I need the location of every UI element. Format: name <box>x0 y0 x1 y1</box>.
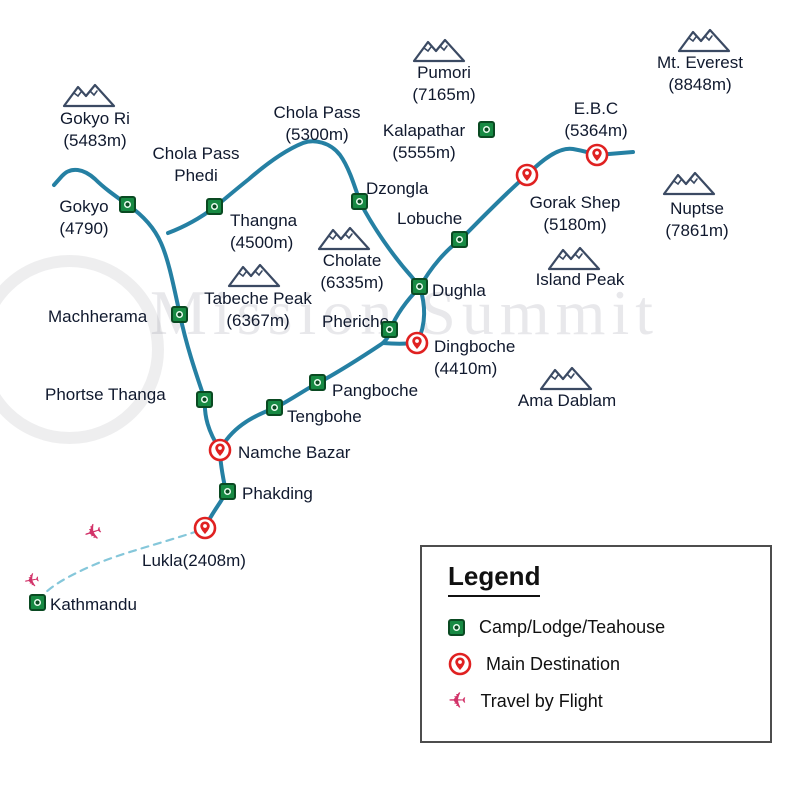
kalapathar-label: Kalapathar (5555m) <box>382 121 466 163</box>
lobuche-label: Lobuche <box>397 209 463 228</box>
dingboche-label: Dingboche (4410m) <box>434 337 516 379</box>
kathmandu-label: Kathmandu <box>50 595 137 614</box>
legend-item-label: Travel by Flight <box>480 690 603 711</box>
cholate-label: Cholate (6335m) <box>320 251 384 293</box>
legend-item-flight: ✈ Travel by Flight <box>448 688 770 713</box>
nuptse-mountain-icon <box>662 171 716 196</box>
legend-title: Legend <box>448 561 541 597</box>
camp-marker-phakding <box>219 483 236 500</box>
tabeche-mountain-icon <box>227 263 281 288</box>
camp-marker-kathmandu <box>29 594 46 611</box>
legend-item-label: Camp/Lodge/Teahouse <box>479 617 666 637</box>
destination-pin-namche-bazar <box>208 438 232 462</box>
trail-dzongla-dughla <box>358 200 422 289</box>
camp-marker-thangna <box>206 198 223 215</box>
camp-marker-lobuche <box>451 231 468 248</box>
camp-marker-pheriche <box>381 321 398 338</box>
camp-marker-machherama <box>171 306 188 323</box>
everest-mountain-icon <box>677 28 731 53</box>
trail-pangboche-pheriche <box>316 328 392 385</box>
dzongla-label: Dzongla <box>366 179 429 198</box>
flight-legend-icon: ✈ <box>448 688 467 713</box>
tengbohe-label: Tengbohe <box>287 407 362 426</box>
camp-marker-phortse-thanga <box>196 391 213 408</box>
ebc-label: E.B.C (5364m) <box>564 99 628 141</box>
gokyo-ri-label: Gokyo Ri (5483m) <box>60 109 130 151</box>
cholate-mountain-icon <box>317 226 371 251</box>
namche-bazar-label: Namche Bazar <box>238 443 351 462</box>
legend-panel: Legend Camp/Lodge/Teahouse Main Destinat… <box>420 545 772 743</box>
pangboche-label: Pangboche <box>332 381 419 400</box>
legend-item-destination: Main Destination <box>448 652 770 676</box>
legend-item-camp: Camp/Lodge/Teahouse <box>448 617 770 638</box>
nuptse-label: Nuptse (7861m) <box>665 199 729 241</box>
ama-dablam-mountain-icon <box>539 366 593 391</box>
camp-marker-dzongla <box>351 193 368 210</box>
flight-path <box>38 529 200 601</box>
destination-pin-ebc <box>585 143 609 167</box>
gorak-shep-label: Gorak Shep (5180m) <box>529 193 621 235</box>
phortse-thanga-label: Phortse Thanga <box>45 385 166 404</box>
destination-legend-icon <box>448 652 472 676</box>
destination-pin-lukla <box>193 516 217 540</box>
pumori-label: Pumori (7165m) <box>412 63 476 105</box>
dughla-label: Dughla <box>432 281 486 300</box>
camp-marker-kalapathar <box>478 121 495 138</box>
camp-marker-tengbohe <box>266 399 283 416</box>
chola-pass-label: Chola Pass (5300m) <box>273 103 361 145</box>
island-peak-label: Island Peak <box>535 270 625 289</box>
legend-item-label: Main Destination <box>486 653 621 674</box>
thangna-label: Thangna (4500m) <box>230 211 298 253</box>
flight-plane-icon: ✈ <box>22 569 42 594</box>
pheriche-label: Pheriche <box>322 312 390 331</box>
camp-marker-pangboche <box>309 374 326 391</box>
destination-pin-gorak-shep <box>515 163 539 187</box>
everest-label: Mt. Everest (8848m) <box>657 53 743 95</box>
lukla-label: Lukla(2408m) <box>142 551 246 570</box>
camp-marker-dughla <box>411 278 428 295</box>
machherama-label: Machherama <box>48 307 148 326</box>
phakding-label: Phakding <box>242 484 313 503</box>
ama-dablam-label: Ama Dablam <box>517 391 617 410</box>
chola-pass-phedi-label: Chola Pass Phedi <box>152 144 240 186</box>
pumori-mountain-icon <box>412 38 466 63</box>
gokyo-ri-mountain-icon <box>62 83 116 108</box>
destination-pin-dingboche <box>405 331 429 355</box>
camp-legend-icon <box>448 619 465 636</box>
gokyo-label: Gokyo (4790) <box>59 197 109 239</box>
tabeche-label: Tabeche Peak (6367m) <box>204 289 312 331</box>
camp-marker-gokyo <box>119 196 136 213</box>
island-peak-mountain-icon <box>547 246 601 271</box>
